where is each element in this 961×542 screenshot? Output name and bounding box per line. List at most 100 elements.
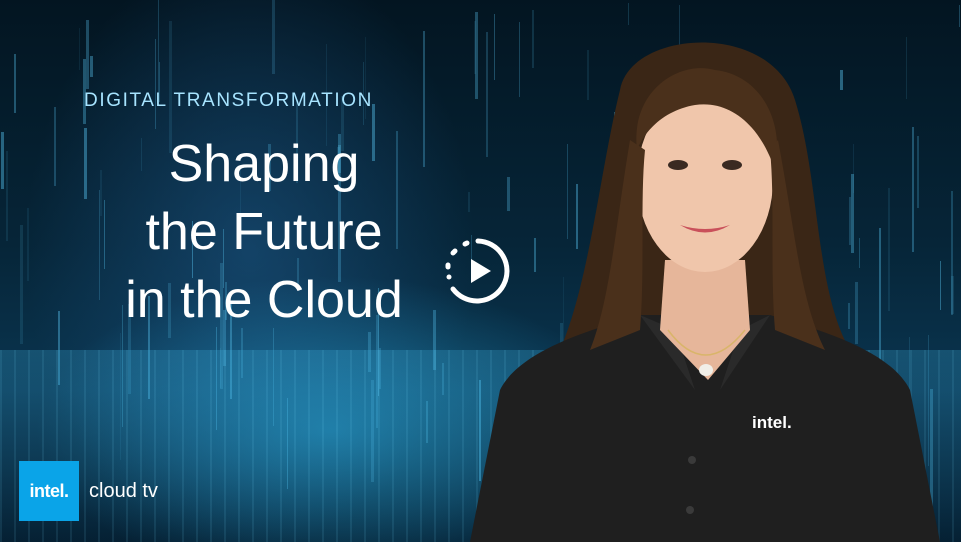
rain-streak: [888, 188, 890, 311]
rain-streak: [917, 136, 919, 208]
rain-streak: [159, 62, 160, 102]
rain-streak: [859, 238, 860, 268]
brand-product-name: cloud tv: [89, 479, 158, 502]
rain-streak: [951, 191, 953, 315]
rain-streak: [567, 144, 568, 239]
rain-streak: [220, 263, 223, 389]
rain-streak: [268, 144, 271, 191]
brand-bar: intel. cloud tv: [19, 461, 158, 521]
category-label: DIGITAL TRANSFORMATION: [84, 90, 373, 111]
play-circle-icon[interactable]: [441, 237, 515, 305]
rain-streak: [241, 328, 243, 378]
rain-streak: [79, 28, 80, 70]
rain-streak: [396, 131, 398, 249]
rain-streak: [1, 132, 4, 189]
rain-streak: [27, 208, 29, 281]
rain-streak: [297, 258, 299, 285]
rain-streak: [433, 310, 436, 370]
rain-streak: [494, 14, 495, 80]
shirt-logo-text: intel.: [752, 413, 792, 432]
rain-streak: [122, 305, 123, 427]
rain-streak: [855, 282, 858, 344]
rain-streak: [376, 315, 378, 428]
rain-streak: [192, 221, 193, 278]
rain-streak: [951, 276, 954, 314]
rain-streak: [287, 398, 288, 489]
title-line-1: Shaping: [168, 135, 360, 193]
rain-streak: [534, 238, 536, 272]
rain-streak: [296, 101, 298, 183]
rain-streak: [507, 177, 510, 211]
rain-streak: [563, 277, 564, 355]
title-line-3: in the Cloud: [125, 271, 403, 329]
rain-streak: [486, 32, 488, 157]
rain-streak: [83, 59, 86, 124]
rain-streak: [879, 228, 881, 366]
rain-streak: [148, 296, 150, 399]
rain-streak: [223, 229, 224, 288]
rain-streak: [273, 328, 274, 426]
rain-streak: [423, 31, 425, 167]
rain-streak: [58, 311, 60, 385]
rain-streak: [379, 348, 381, 389]
rain-streak: [587, 50, 589, 100]
rain-streak: [155, 39, 156, 129]
rain-streak: [20, 225, 23, 344]
video-title: Shaping the Future in the Cloud: [84, 130, 444, 334]
rain-streak: [169, 21, 172, 153]
rain-streak: [959, 5, 960, 27]
rain-streak: [442, 363, 444, 395]
rain-streak: [848, 303, 850, 329]
rain-streak: [338, 145, 341, 282]
presenter-image: intel.: [470, 42, 940, 542]
rain-streak: [468, 192, 470, 212]
rain-streak: [216, 327, 217, 430]
rain-streak: [909, 337, 910, 406]
rain-streak: [930, 389, 933, 512]
rain-streak: [532, 10, 534, 68]
rain-streak: [471, 235, 472, 268]
rain-streak: [223, 310, 226, 366]
rain-streak: [220, 348, 221, 388]
title-line-2: the Future: [145, 203, 383, 261]
rain-streak: [853, 144, 854, 193]
rain-streak: [6, 151, 8, 241]
rain-streak: [426, 401, 428, 443]
rain-streak: [337, 147, 340, 176]
rain-streak: [341, 96, 344, 151]
rain-streak: [272, 0, 275, 74]
rain-streak: [475, 12, 478, 99]
rain-streak: [840, 70, 843, 90]
rain-streak: [849, 197, 851, 245]
rain-streak: [158, 0, 159, 94]
rain-streak: [326, 44, 327, 146]
rain-streak: [906, 37, 907, 99]
rain-streak: [851, 174, 854, 253]
rain-streak: [168, 283, 171, 338]
rain-streak: [928, 335, 929, 466]
rain-streak: [372, 104, 375, 161]
rain-streak: [14, 54, 16, 113]
rain-streak: [368, 332, 371, 372]
rain-streak: [128, 304, 131, 394]
rain-streak: [628, 3, 629, 25]
rain-streak: [86, 20, 89, 89]
rain-streak: [141, 138, 142, 171]
rain-streak: [120, 333, 121, 460]
rain-streak: [912, 127, 914, 252]
rain-streak: [940, 261, 941, 310]
rain-streak: [225, 282, 227, 320]
rain-streak: [363, 62, 364, 125]
rain-streak: [365, 37, 366, 119]
rain-streak: [90, 56, 93, 77]
rain-streak: [479, 380, 481, 481]
rain-streak: [371, 380, 374, 482]
rain-streak: [104, 200, 105, 269]
rain-streak: [100, 170, 102, 216]
rain-streak: [378, 288, 379, 396]
rain-streak: [99, 190, 100, 300]
rain-streak: [576, 184, 578, 249]
rain-streak: [519, 22, 520, 97]
rain-streak: [54, 107, 56, 186]
